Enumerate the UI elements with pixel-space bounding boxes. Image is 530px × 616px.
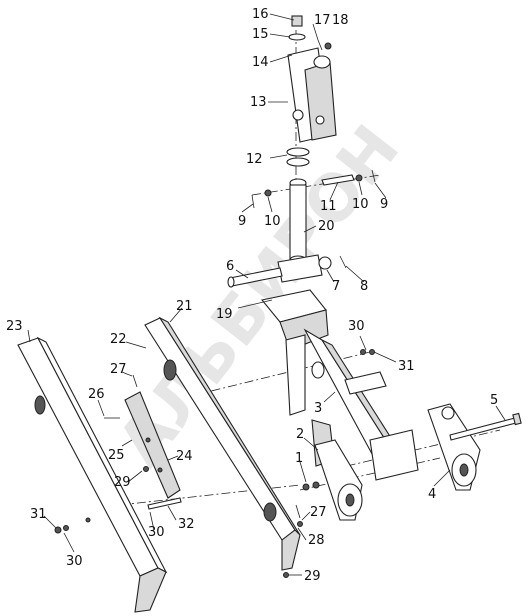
callout-4: 4	[428, 487, 436, 502]
callout-19: 19	[216, 307, 233, 322]
part-4-side-plate	[427, 403, 481, 491]
callout-6: 6	[226, 259, 234, 274]
callout-2: 2	[296, 427, 304, 442]
callout-28: 28	[308, 533, 325, 548]
callout-3: 3	[314, 401, 322, 416]
part-23-outer-beam	[17, 336, 168, 613]
part-25-plate	[124, 391, 181, 499]
callout-24: 24	[176, 449, 193, 464]
part-12-washers	[286, 147, 310, 167]
callout-9-right: 9	[380, 197, 388, 212]
callout-16: 16	[252, 7, 269, 22]
callout-5: 5	[490, 393, 498, 408]
callout-13: 13	[250, 95, 267, 110]
callout-10-left: 10	[264, 214, 281, 229]
callout-30-top: 30	[348, 319, 365, 334]
callout-27-left: 27	[110, 362, 127, 377]
callout-30-middle: 30	[148, 525, 165, 540]
callout-32: 32	[178, 517, 195, 532]
part-3-main-frame	[261, 289, 419, 481]
callout-27-right: 27	[310, 505, 327, 520]
callout-11: 11	[320, 199, 337, 214]
callout-1: 1	[295, 451, 303, 466]
part-17-18-pin	[317, 39, 332, 51]
leader-lines	[27, 13, 506, 576]
callout-31-bottom: 31	[30, 507, 47, 522]
callout-26: 26	[88, 387, 105, 402]
part-21-inner-beam	[144, 316, 301, 571]
callout-9-left: 9	[238, 214, 246, 229]
callout-29-bottom: 29	[304, 569, 321, 584]
callout-8: 8	[360, 279, 368, 294]
callout-22: 22	[110, 332, 127, 347]
callout-29-left: 29	[114, 475, 131, 490]
callout-25: 25	[108, 448, 125, 463]
part-20-post	[277, 178, 323, 283]
callout-12: 12	[246, 152, 263, 167]
part-11-pin	[251, 169, 376, 209]
callout-18: 18	[332, 13, 349, 28]
callout-31-top: 31	[398, 359, 415, 374]
part-6-pin	[227, 267, 283, 288]
callout-labels: 16 17 18 15 14 13 12 9 10 11 10 9 20 6 7…	[6, 7, 498, 584]
part-13-upper-bracket	[287, 47, 337, 143]
callout-23: 23	[6, 319, 23, 334]
callout-30-bottom: 30	[66, 554, 83, 569]
callout-7: 7	[332, 279, 340, 294]
callout-21: 21	[176, 299, 193, 314]
callout-14: 14	[252, 55, 269, 70]
part-2-side-plate	[314, 439, 363, 521]
callout-10-right: 10	[352, 197, 369, 212]
callout-17: 17	[314, 13, 331, 28]
fasteners	[54, 349, 375, 578]
callout-20: 20	[318, 219, 335, 234]
callout-15: 15	[252, 27, 269, 42]
part-7-washer	[318, 255, 347, 270]
part-5-bolt	[449, 412, 522, 441]
